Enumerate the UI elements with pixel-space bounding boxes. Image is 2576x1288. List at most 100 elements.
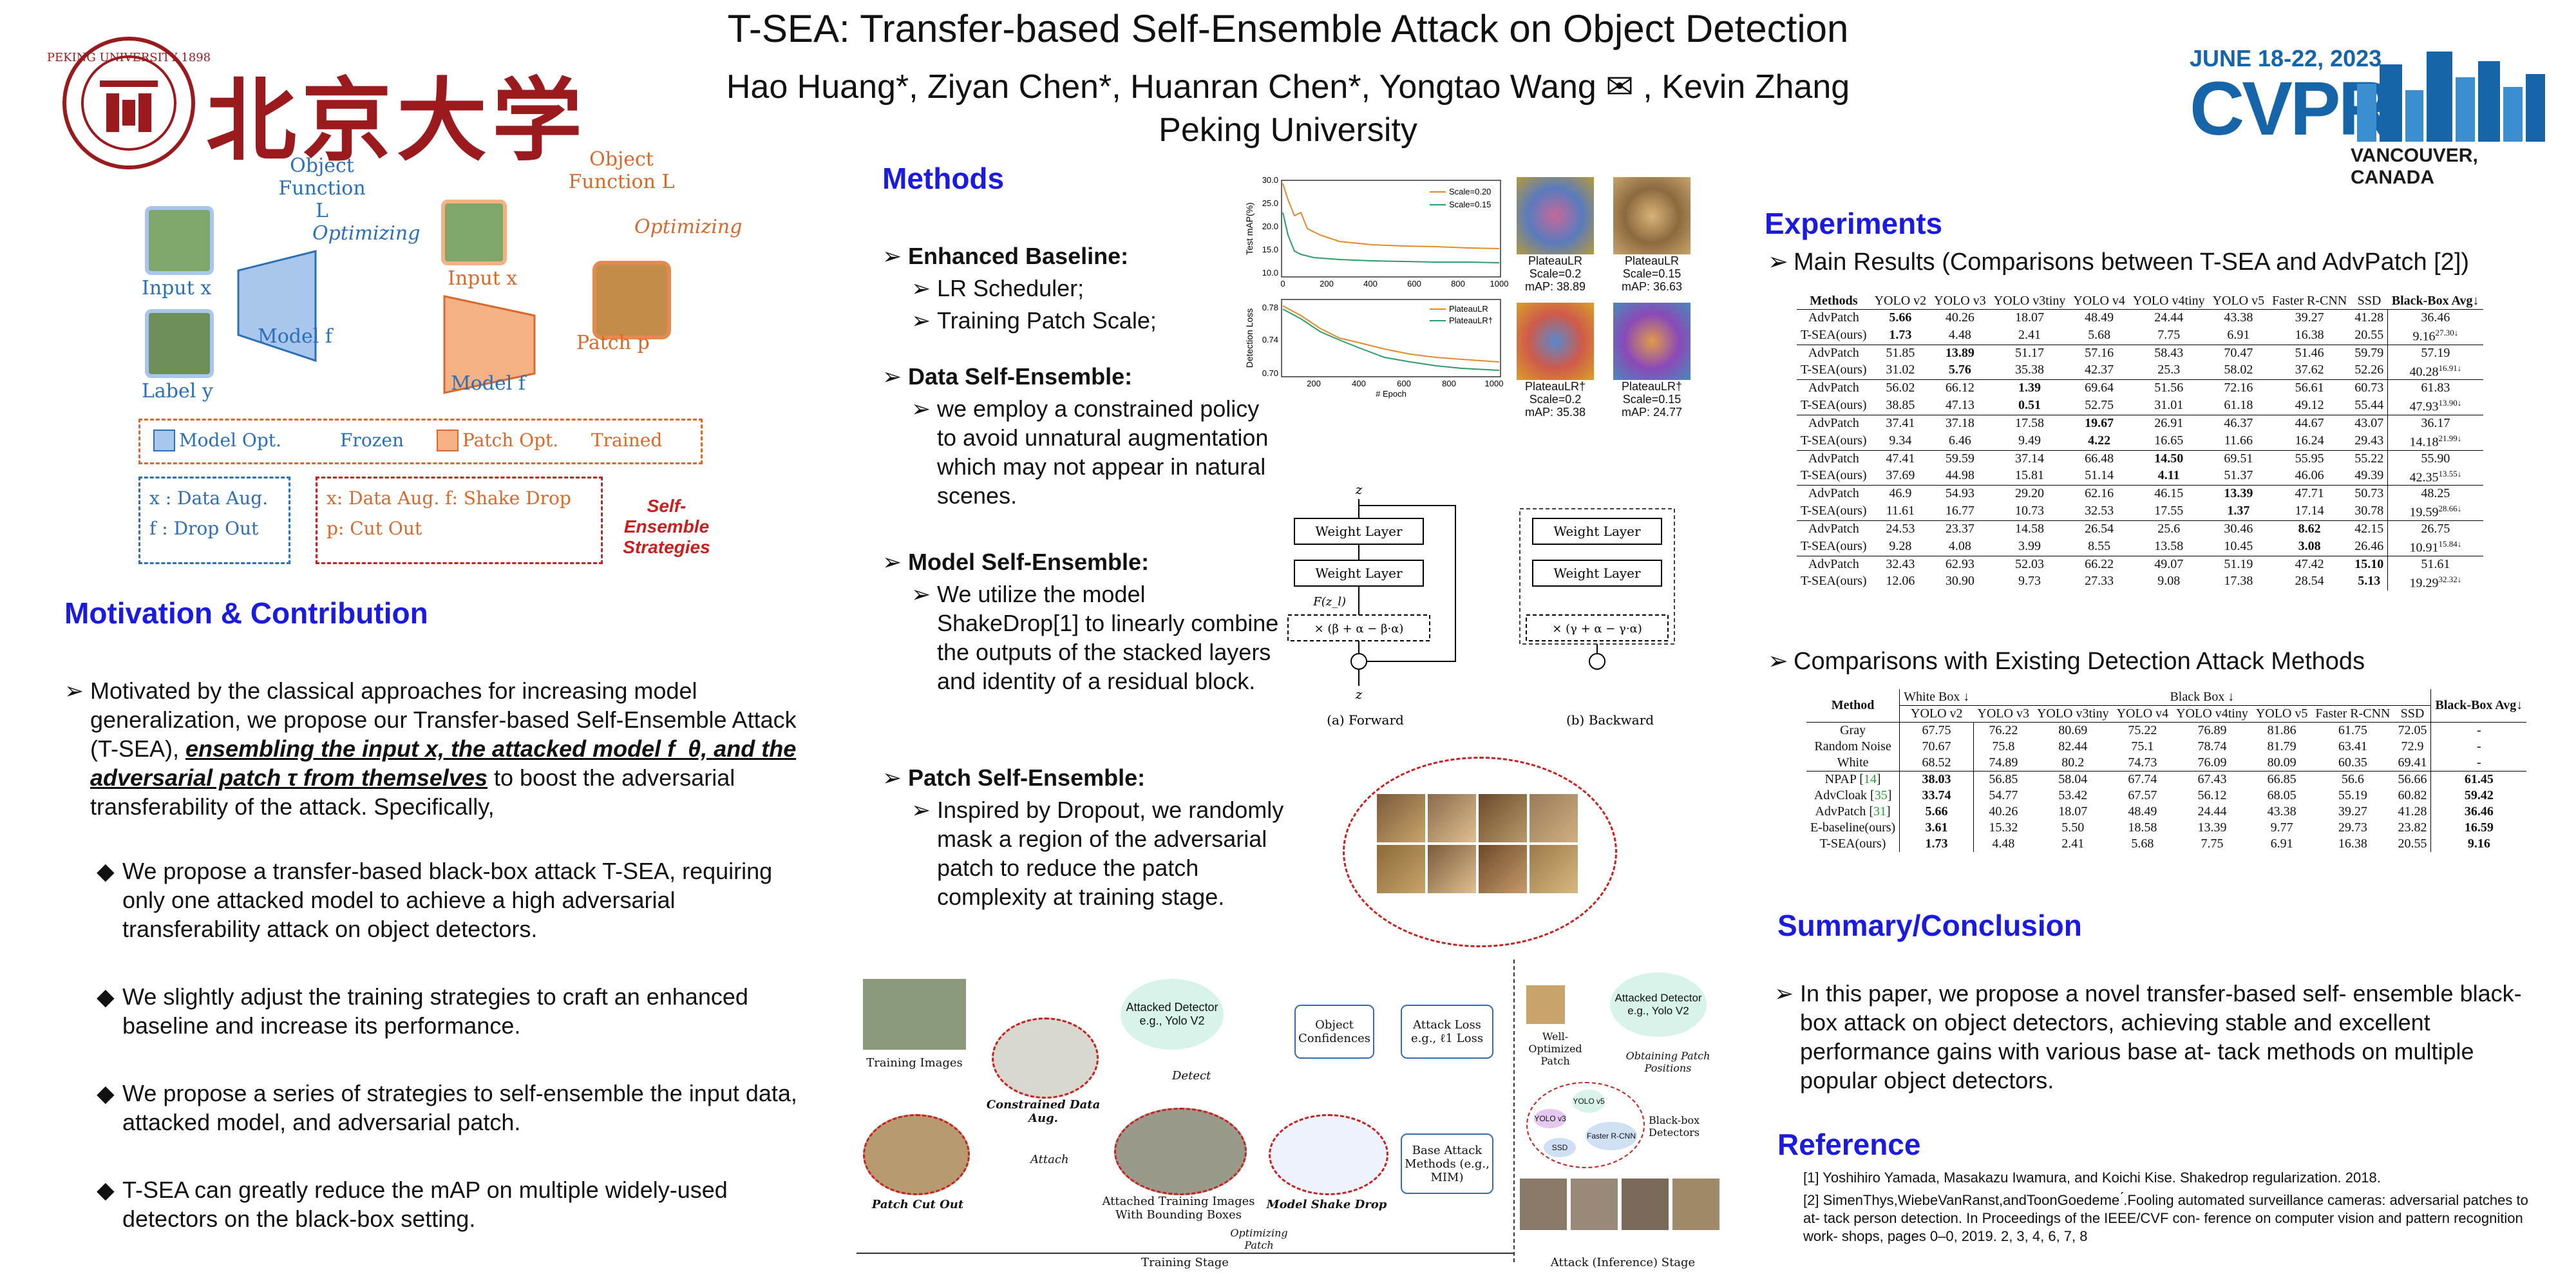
patch-examples-grid: PlateauLR Scale=0.2 mAP: 38.89 PlateauLR…	[1513, 177, 1707, 422]
table-cell: 5.13	[2358, 574, 2381, 589]
affiliation: Peking University	[1159, 111, 1417, 149]
table-cell: 42.15	[2351, 520, 2388, 536]
detector-text-2: Attacked Detector e.g., Yolo V2	[1615, 992, 1702, 1017]
data-title: Data Self-Ensemble:	[908, 363, 1133, 390]
table-cell: 31.01	[2154, 398, 2184, 413]
avg-delta: 15.84↓	[2438, 538, 2462, 549]
table-cell: 51.85	[1870, 344, 1931, 361]
table-cell: 25.6	[2128, 520, 2209, 536]
avg-delta: 13.90↓	[2438, 398, 2462, 408]
table-cell: 3.61	[1899, 820, 1974, 836]
plot2-legend-2: PlateauLR†	[1449, 316, 1493, 325]
patch-caption: mAP: 38.89	[1524, 280, 1586, 293]
table-cell: 44.67	[2268, 414, 2351, 431]
table-cell: T-SEA(ours)	[1801, 504, 1867, 518]
plot2-xtick: 800	[1442, 379, 1456, 388]
main-results-title: ➢Main Results (Comparisons between T-SEA…	[1768, 249, 2470, 276]
table-cell: 75.8	[1992, 739, 2015, 753]
table-cell: 4.48	[1948, 327, 1971, 342]
table-cell: 50.73	[2351, 485, 2388, 502]
table-cell: 5.66	[1889, 310, 1912, 325]
add-node-icon	[1589, 653, 1605, 670]
table-cell: 80.69	[2058, 723, 2088, 737]
table-header: Faster R-CNN	[2311, 705, 2394, 723]
avg-delta: 28.66↓	[2438, 504, 2462, 514]
citation-link[interactable]: 14	[1863, 772, 1877, 786]
table-cell: 32.53	[2085, 504, 2114, 518]
poster-title: T-SEA: Transfer-based Self-Ensemble Atta…	[727, 7, 1849, 50]
mix-box-backward	[1526, 614, 1669, 641]
table-cell: 9.34	[1889, 433, 1912, 448]
table-header: YOLO v5	[2208, 293, 2269, 310]
table-cell: 59.79	[2351, 344, 2388, 361]
backward-caption: (b) Backward	[1566, 712, 1654, 728]
table-cell: 40.26	[1945, 310, 1975, 325]
plot1-ytick: 20.0	[1262, 222, 1278, 231]
table-cell: 51.14	[2085, 468, 2114, 483]
table-cell: 67.75	[1899, 722, 1974, 739]
table-cell: 61.45	[2430, 771, 2527, 788]
table-cell: E-baseline(ours)	[1806, 820, 1900, 836]
train-stage-bar	[857, 1253, 1513, 1254]
det-faster-rcnn: Faster R-CNN	[1586, 1122, 1637, 1150]
table-cell: AdvPatch	[1797, 520, 1871, 536]
table-cell: 61.18	[2224, 398, 2253, 413]
training-images-label: Training Images	[866, 1056, 963, 1070]
constrained-aug-thumb	[992, 1018, 1099, 1099]
table-cell: 29.43	[2354, 433, 2384, 448]
conf-dates: JUNE 18-22, 2023	[2190, 45, 2382, 71]
table-cell: 15.32	[1989, 820, 2018, 835]
aug-right-2: p: Cut Out	[327, 518, 422, 539]
citation-link[interactable]: 35	[1874, 788, 1888, 802]
table-cell: 55.44	[2354, 398, 2384, 413]
table-cell: 51.19	[2208, 555, 2269, 572]
citation-link[interactable]: 31	[1873, 804, 1887, 819]
optimizing-right: Optimizing	[634, 216, 743, 238]
table-cell: Random Noise	[1806, 739, 1900, 755]
table-cell: 23.37	[1930, 520, 1990, 536]
table-cell: 30.78	[2354, 504, 2384, 518]
table-cell: 56.02	[1870, 379, 1931, 396]
legend-patch-opt-swatch	[437, 430, 459, 451]
table-cell: 46.37	[2208, 414, 2269, 431]
weight-layer-2	[1294, 560, 1424, 587]
table-cell: T-SEA(ours)	[1801, 327, 1867, 342]
attacked-detector-node: Attacked Detector e.g., Yolo V2	[1121, 979, 1224, 1050]
table-cell: 0.51	[2018, 398, 2041, 413]
contrib-item-2: ◆We slightly adjust the training strateg…	[97, 982, 805, 1040]
avg-cell: 19.2932.32↓	[2387, 571, 2483, 591]
table-cell: T-SEA(ours)	[1801, 363, 1867, 377]
weight-layer-text: Weight Layer	[1315, 565, 1403, 581]
plot1-xtick: 1000	[1490, 279, 1509, 289]
patch-example-2: PlateauLR Scale=0.15 mAP: 36.63	[1610, 177, 1694, 293]
optimizing-left: Optimizing	[312, 222, 421, 245]
table-cell: 15.81	[2015, 468, 2045, 483]
patch-caption: Scale=0.2	[1529, 267, 1582, 280]
table-cell: 55.22	[2351, 450, 2388, 466]
avg-delta: 32.32↓	[2438, 574, 2462, 584]
table-cell: 2.41	[2018, 327, 2041, 342]
table-cell: 49.39	[2354, 468, 2384, 483]
cmp-title-text: Comparisons with Existing Detection Atta…	[1794, 648, 2365, 675]
table-cell: 68.05	[2267, 788, 2297, 802]
plot2-series-plateau-dagger	[1282, 308, 1500, 371]
table-cell: 82.44	[2058, 739, 2088, 753]
table-cell: 6.91	[2270, 837, 2293, 851]
table-cell: 47.41	[1870, 450, 1931, 466]
university-name-cn: 北京大学	[206, 68, 588, 174]
data-text: ➢we employ a constrained policy to avoid…	[911, 395, 1269, 509]
weight-layer-text: Weight Layer	[1553, 524, 1641, 539]
table-cell: 1.37	[2227, 504, 2250, 518]
table-cell: 26.46	[2354, 538, 2384, 553]
model-title: Model Self-Ensemble:	[908, 549, 1150, 575]
methods-heading: Methods	[882, 162, 1005, 195]
table-cell: 26.91	[2128, 414, 2209, 431]
plot1-ytick: 30.0	[1262, 175, 1278, 185]
table-cell: 30.90	[1945, 574, 1975, 589]
table-cell: 56.66	[2394, 771, 2431, 788]
